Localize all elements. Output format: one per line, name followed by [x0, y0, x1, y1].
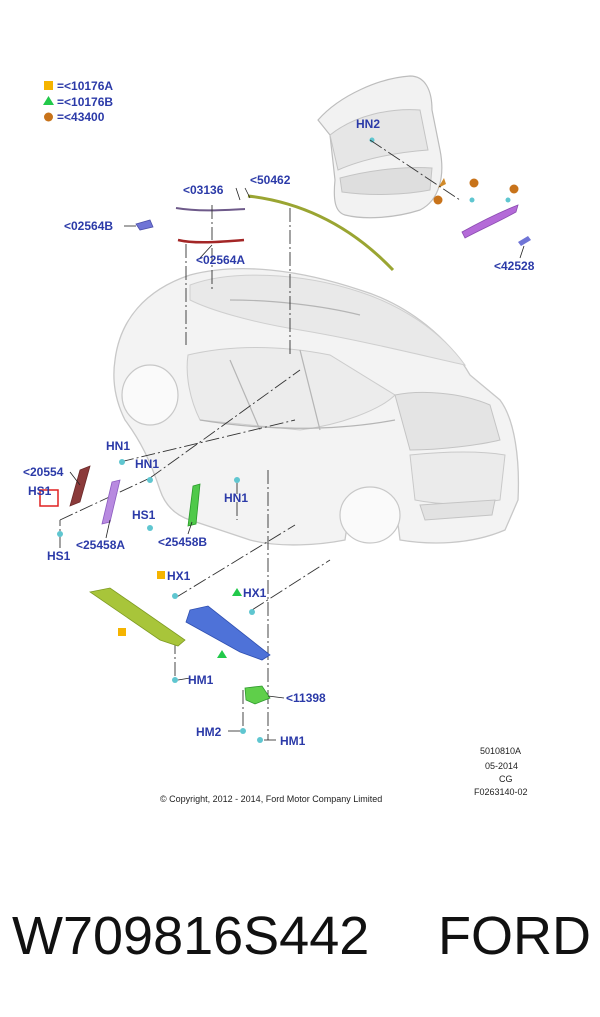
part-labels: HN2 <03136 <50462 <02564B <02564A <42528…: [23, 117, 535, 748]
legend-label-43400: =<43400: [57, 110, 105, 124]
label-02564b: <02564B: [64, 219, 113, 233]
roof-trim-50462: [247, 194, 395, 272]
label-11398: <11398: [286, 691, 326, 705]
trim-25458b: [187, 483, 201, 527]
legend: =<10176A =<10176B =<43400: [43, 79, 113, 124]
label-25458a: <25458A: [76, 538, 125, 552]
legend-label-10176b: =<10176B: [57, 95, 113, 109]
orange-circle-icon: [469, 178, 479, 188]
label-03136: <03136: [183, 183, 224, 197]
label-hs1-a: HS1: [28, 484, 52, 498]
label-hm2: HM2: [196, 725, 222, 739]
label-hm1-b: HM1: [280, 734, 306, 748]
label-42528: <42528: [494, 259, 535, 273]
label-hs1-b: HS1: [132, 508, 156, 522]
meta-date: 05-2014: [485, 761, 518, 771]
yellow-square-icon: [157, 571, 165, 579]
sill-plate-blue: [185, 605, 271, 661]
copyright: © Copyright, 2012 - 2014, Ford Motor Com…: [160, 794, 382, 804]
label-hx1-a: HX1: [167, 569, 191, 583]
meta-fig: F0263140-02: [474, 787, 528, 797]
label-hn1-b: HN1: [135, 457, 159, 471]
label-leads: [69, 187, 525, 741]
fastener-markers: [57, 459, 263, 743]
legend-circle-icon: [44, 112, 53, 122]
side-trims: [39, 465, 201, 527]
legend-square-icon: [44, 81, 53, 90]
label-50462: <50462: [250, 173, 291, 187]
trim-03136: [175, 207, 246, 212]
yellow-square-icon: [118, 628, 126, 636]
sill-plate-green: [88, 587, 186, 647]
spoiler-strip: [461, 204, 519, 239]
label-25458b: <25458B: [158, 535, 207, 549]
drawing-metadata: 5010810A 05-2014 CG F0263140-02 © Copyri…: [160, 746, 528, 804]
clip-42528: [518, 236, 531, 246]
label-hn1-c: HN1: [224, 491, 248, 505]
trim-02564a: [177, 238, 245, 244]
roof-parts: [135, 194, 395, 272]
highlight-box: [39, 489, 59, 507]
parts-diagram: =<10176A =<10176B =<43400: [23, 75, 535, 804]
sill-plates: [88, 571, 271, 705]
orange-circle-icon: [433, 195, 443, 205]
label-20554: <20554: [23, 465, 64, 479]
label-hn1-a: HN1: [106, 439, 130, 453]
label-hm1-a: HM1: [188, 673, 214, 687]
meta-cg: CG: [499, 774, 513, 784]
green-triangle-icon: [232, 588, 242, 596]
bracket-11398: [244, 685, 271, 705]
trim-20554: [69, 465, 91, 507]
legend-label-10176a: =<10176A: [57, 79, 113, 93]
spoiler-parts: [433, 178, 531, 246]
label-hn2: HN2: [356, 117, 380, 131]
legend-triangle-icon: [43, 96, 54, 105]
label-02564a: <02564A: [196, 253, 245, 267]
vehicle-body-drawing: [113, 268, 520, 546]
label-hx1-b: HX1: [243, 586, 267, 600]
meta-code: 5010810A: [480, 746, 521, 756]
orange-circle-icon: [509, 184, 519, 194]
clip-02564b: [135, 219, 154, 231]
brand-name: FORD: [438, 906, 591, 966]
green-triangle-icon: [217, 650, 227, 658]
part-number: W709816S442: [12, 906, 370, 966]
label-hs1-c: HS1: [47, 549, 71, 563]
trim-25458a: [101, 479, 121, 525]
